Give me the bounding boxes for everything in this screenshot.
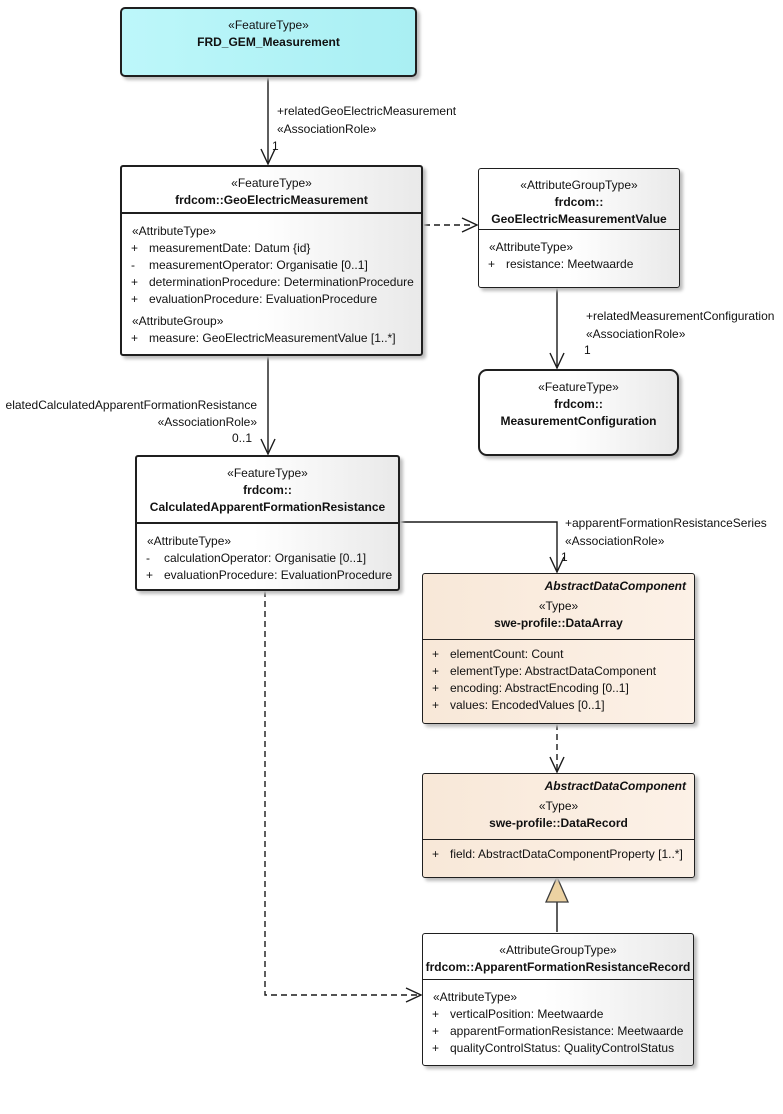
attribute-row: +elementCount: Count <box>432 647 564 661</box>
attribute-row: +resistance: Meetwaarde <box>488 257 634 271</box>
compartment-divider <box>122 212 421 214</box>
open-arrowhead-icon <box>549 756 565 774</box>
connector-multiplicity-label: 1 <box>561 550 568 564</box>
attribute-row: -measurementOperator: Organisatie [0..1] <box>131 258 368 272</box>
attribute-row: +determinationProcedure: DeterminationPr… <box>131 275 414 289</box>
uml-class-measurement-configuration: «FeatureType» frdcom:: MeasurementConfig… <box>478 369 679 456</box>
class-name-line2: CalculatedApparentFormationResistance <box>149 500 386 514</box>
class-name: frdcom::ApparentFormationResistanceRecor… <box>425 960 691 974</box>
dependency-line-cafr-to-afrr <box>264 591 418 996</box>
class-name: frdcom::GeoElectricMeasurement <box>175 193 368 207</box>
stereotype-label: «FeatureType» <box>231 176 312 190</box>
connector-multiplicity-label: 1 <box>584 343 591 357</box>
connector-stereotype-label: «AssociationRole» <box>586 327 686 341</box>
connector-multiplicity-label: 0..1 <box>231 431 252 445</box>
uml-class-geo-electric-measurement: «FeatureType» frdcom::GeoElectricMeasure… <box>120 165 423 356</box>
class-name-line2: GeoElectricMeasurementValue <box>491 212 667 226</box>
attribute-row: +measure: GeoElectricMeasurementValue [1… <box>131 331 396 345</box>
stereotype-label: «FeatureType» <box>228 18 309 32</box>
attribute-section-header: «AttributeType» <box>489 240 574 254</box>
compartment-divider <box>479 229 679 230</box>
open-arrowhead-icon <box>549 352 565 370</box>
class-name-line1: frdcom:: <box>554 397 603 411</box>
open-arrowhead-icon <box>461 217 479 233</box>
compartment-divider <box>423 639 694 640</box>
class-name-line2: MeasurementConfiguration <box>500 414 657 428</box>
attribute-row: +evaluationProcedure: EvaluationProcedur… <box>146 568 393 582</box>
connector-role-label: elatedCalculatedApparentFormationResista… <box>5 398 257 412</box>
open-arrowhead-icon <box>405 987 423 1003</box>
open-arrowhead-icon <box>549 556 565 574</box>
stereotype-label: «AttributeGroupType» <box>499 943 617 957</box>
stereotype-label: «FeatureType» <box>227 466 308 480</box>
connector-stereotype-label: «AssociationRole» <box>565 534 665 548</box>
compartment-divider <box>423 839 694 840</box>
uml-class-data-record: AbstractDataComponent «Type» swe-profile… <box>422 773 695 878</box>
abstract-parent-label: AbstractDataComponent <box>544 779 686 793</box>
class-name-line1: frdcom:: <box>243 483 292 497</box>
connector-multiplicity-label: 1 <box>272 139 279 153</box>
association-line-afr-series <box>400 521 558 570</box>
open-arrowhead-icon <box>260 148 276 166</box>
stereotype-label: «Type» <box>538 599 579 613</box>
uml-class-geo-electric-measurement-value: «AttributeGroupType» frdcom:: GeoElectri… <box>478 168 680 288</box>
attribute-row: +evaluationProcedure: EvaluationProcedur… <box>131 292 378 306</box>
connector-role-label: +apparentFormationResistanceSeries <box>565 516 767 530</box>
attribute-section-header: «AttributeType» <box>132 224 217 238</box>
attribute-group-section-header: «AttributeGroup» <box>132 314 224 328</box>
class-name: FRD_GEM_Measurement <box>197 35 340 49</box>
uml-class-data-array: AbstractDataComponent «Type» swe-profile… <box>422 573 695 724</box>
attribute-row: +field: AbstractDataComponentProperty [1… <box>432 847 683 861</box>
generalization-triangle-icon <box>545 875 569 903</box>
class-name: swe-profile::DataRecord <box>489 816 628 830</box>
uml-class-apparent-formation-resistance-record: «AttributeGroupType» frdcom::ApparentFor… <box>422 933 694 1066</box>
connector-stereotype-label: «AssociationRole» <box>277 122 377 136</box>
uml-class-calculated-apparent-formation-resistance: «FeatureType» frdcom:: CalculatedApparen… <box>135 455 400 591</box>
stereotype-label: «FeatureType» <box>538 380 619 394</box>
attribute-row: +elementType: AbstractDataComponent <box>432 664 657 678</box>
compartment-divider <box>423 979 693 980</box>
attribute-section-header: «AttributeType» <box>433 990 518 1004</box>
class-name: swe-profile::DataArray <box>494 616 623 630</box>
attribute-row: +encoding: AbstractEncoding [0..1] <box>432 681 629 695</box>
stereotype-label: «Type» <box>538 799 579 813</box>
connector-stereotype-label: «AssociationRole» <box>157 415 257 429</box>
open-arrowhead-icon <box>260 438 276 456</box>
class-name-line1: frdcom:: <box>554 195 604 209</box>
attribute-section-header: «AttributeType» <box>147 534 232 548</box>
attribute-row: +apparentFormationResistance: Meetwaarde <box>432 1024 684 1038</box>
connector-role-label: +relatedGeoElectricMeasurement <box>277 104 457 118</box>
attribute-row: +verticalPosition: Meetwaarde <box>432 1007 604 1021</box>
abstract-parent-label: AbstractDataComponent <box>544 579 686 593</box>
attribute-row: +qualityControlStatus: QualityControlSta… <box>432 1041 675 1055</box>
compartment-divider <box>137 522 398 524</box>
attribute-row: -calculationOperator: Organisatie [0..1] <box>146 551 367 565</box>
uml-class-frd-gem-measurement: «FeatureType» FRD_GEM_Measurement <box>120 7 417 77</box>
attribute-row: +values: EncodedValues [0..1] <box>432 698 605 712</box>
attribute-row: +measurementDate: Datum {id} <box>131 241 311 255</box>
stereotype-label: «AttributeGroupType» <box>520 178 638 192</box>
connector-role-label: +relatedMeasurementConfiguration <box>586 309 775 323</box>
